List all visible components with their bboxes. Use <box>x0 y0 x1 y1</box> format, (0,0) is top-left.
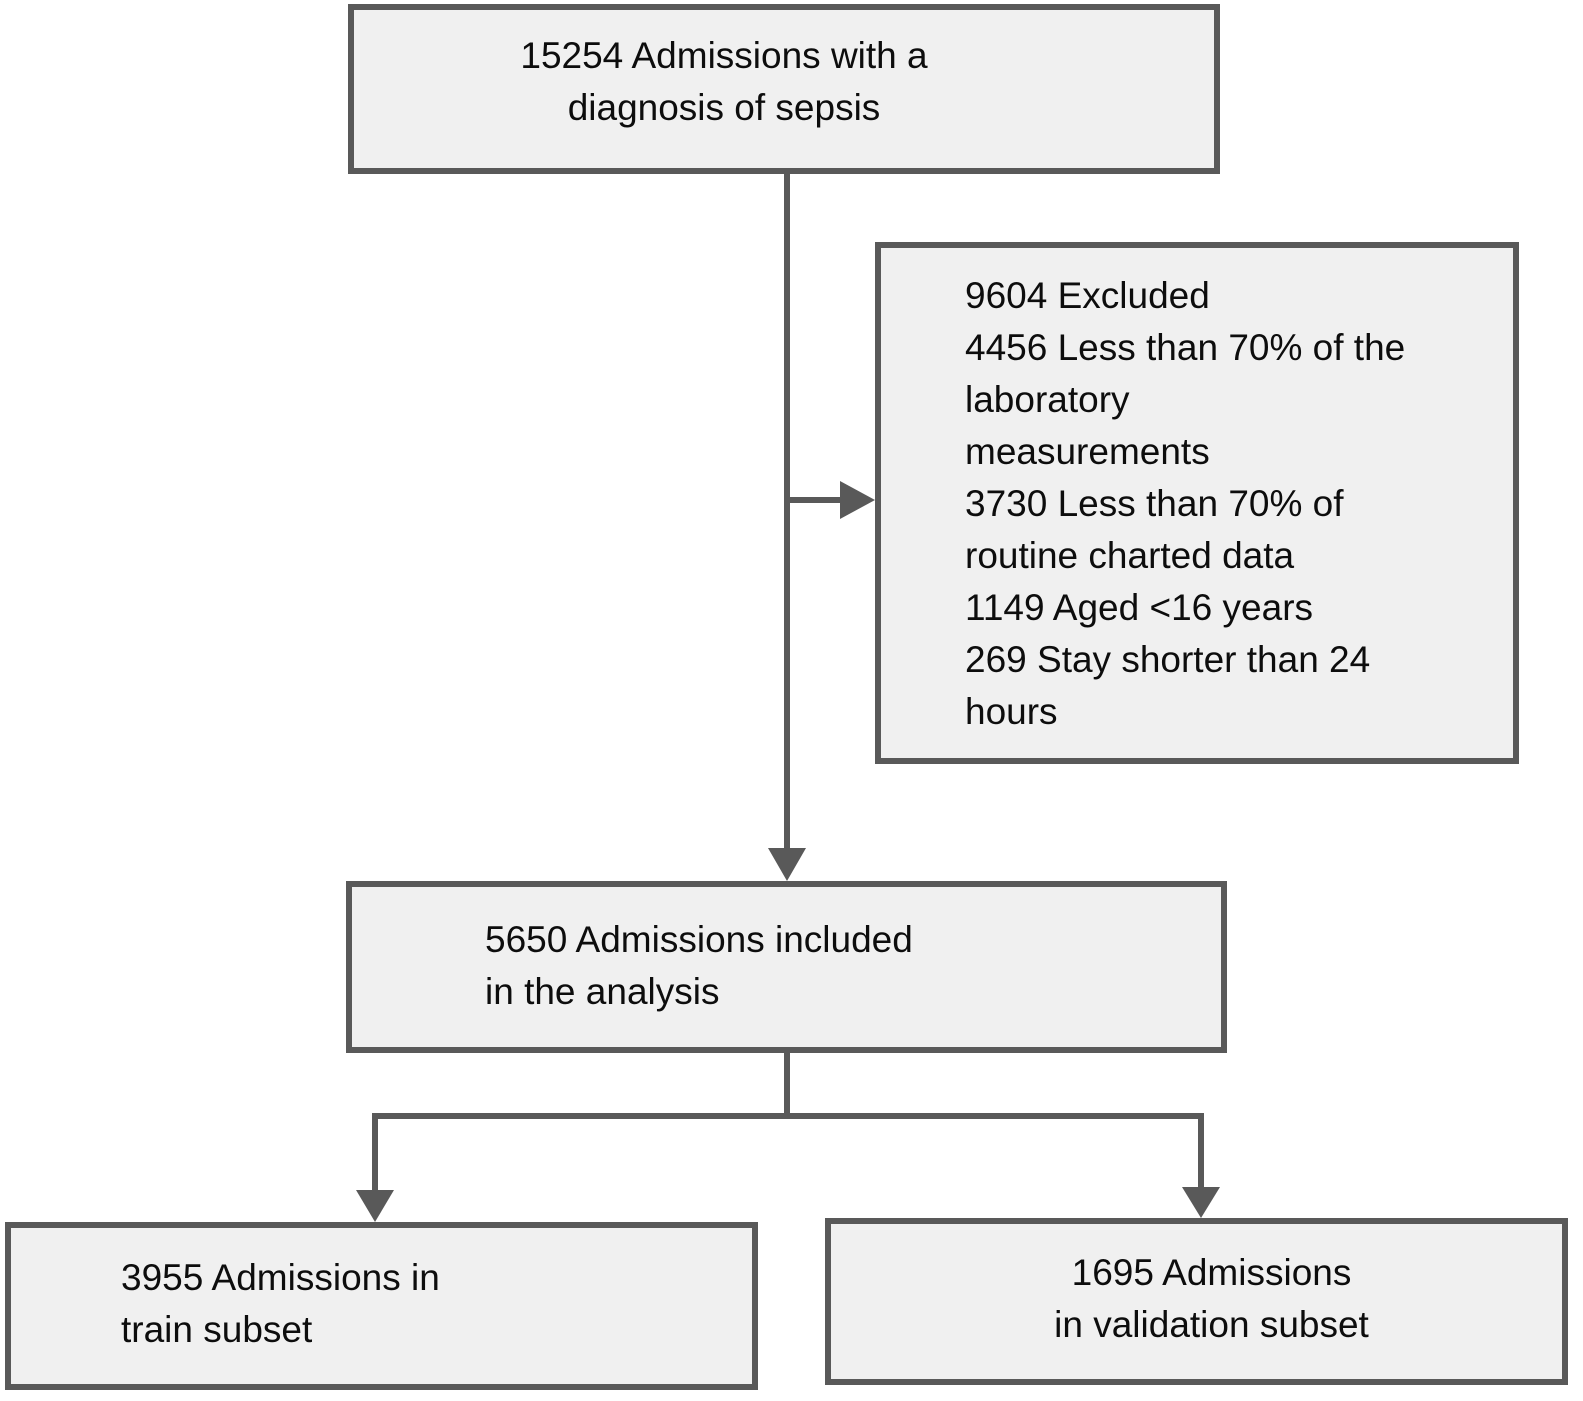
arrow-to-train <box>356 1113 394 1222</box>
node-validation-subset-label: 1695 Admissions in validation subset <box>1054 1252 1369 1345</box>
node-train-subset: 3955 Admissions in train subset <box>5 1222 758 1390</box>
node-included-analysis: 5650 Admissions included in the analysis <box>346 881 1227 1053</box>
arrow-to-validation <box>1182 1113 1220 1218</box>
branch-connector <box>372 1053 1204 1119</box>
arrow-top-to-included <box>768 174 806 881</box>
node-admissions-sepsis-label: 15254 Admissions with a diagnosis of sep… <box>520 35 928 128</box>
node-admissions-sepsis: 15254 Admissions with a diagnosis of sep… <box>348 4 1220 174</box>
node-train-subset-label: 3955 Admissions in train subset <box>121 1257 440 1350</box>
node-validation-subset: 1695 Admissions in validation subset <box>825 1218 1568 1385</box>
node-excluded: 9604 Excluded 4456 Less than 70% of the … <box>875 242 1519 764</box>
node-included-analysis-label: 5650 Admissions included in the analysis <box>485 919 913 1012</box>
arrow-to-excluded <box>787 481 875 519</box>
node-excluded-label: 9604 Excluded 4456 Less than 70% of the … <box>965 275 1406 732</box>
